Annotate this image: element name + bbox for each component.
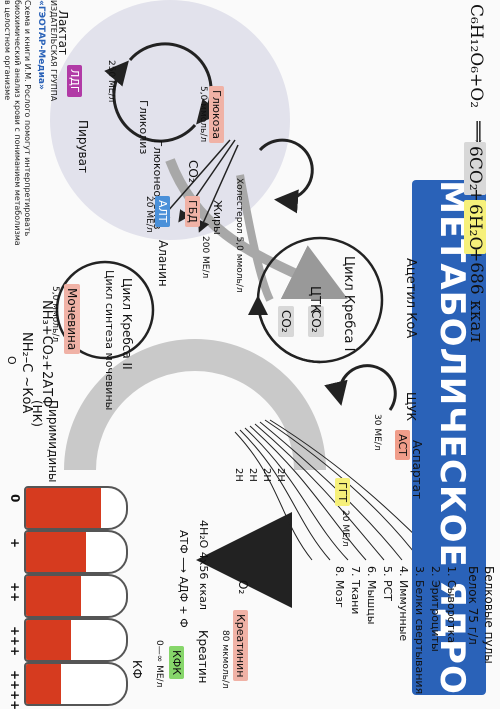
alt-badge: АЛТ: [155, 196, 170, 227]
carbonyl-label: O: [5, 356, 18, 365]
shuk-label: ЩУК: [404, 392, 418, 421]
ast-badge: АСТ: [395, 430, 410, 460]
creatinine-conc: 80 мкмоль/л: [220, 630, 230, 689]
protein-pools-title: Белковые пулы: [482, 566, 496, 664]
test-tube-fill: [26, 576, 81, 616]
co2-label: CO₂: [186, 160, 200, 183]
co2-b: CO₂: [278, 306, 294, 337]
urea-cycle2-label: Цикл Кребса II: [120, 278, 134, 370]
eq-co2: 6CO₂: [464, 142, 486, 195]
test-tube-fill: [26, 532, 86, 572]
h-label-4: 2H: [233, 468, 244, 482]
acetyl-label: Ацетил КоА: [403, 258, 418, 339]
protein-total: Белок 75 г/л: [466, 566, 480, 645]
ggt-rate: 20 МЕ/л: [340, 510, 350, 547]
kfk-badge: КФК: [169, 646, 184, 680]
footnote-3: в целостном организме: [3, 0, 12, 101]
test-tube-label: ++++: [8, 670, 22, 710]
fats-label: Жиры: [211, 200, 224, 235]
tca-cycle-label: Цикл Кребса I: [341, 256, 356, 352]
test-tube: [24, 574, 128, 618]
test-tube: [24, 618, 128, 662]
glycolysis-circle: [50, 0, 290, 240]
tca-short-label: ЦТК: [307, 286, 322, 314]
urea-cycle: [55, 260, 155, 360]
pyrimidines-label: Пиримидины: [46, 400, 60, 483]
o2-label: O₂: [236, 580, 250, 595]
test-tube-fill: [26, 664, 61, 704]
eq-left: C₆H₁₂O₆+O₂: [466, 4, 486, 109]
protein-item-8: 8. Мозг: [333, 566, 346, 608]
protein-item-6: 6. Мышцы: [365, 566, 378, 625]
protein-item-4: 4. Иммунные: [397, 566, 410, 642]
publisher-line2: «ГЭОТАР-Медиа»: [36, 0, 46, 90]
kf-label: КФ: [130, 660, 144, 679]
test-tube: [24, 486, 128, 530]
eq-arrow: ⟹: [468, 120, 488, 145]
protein-item-1: 1. Сыворотка: [445, 566, 458, 644]
glucose-badge: Глюкоза: [209, 86, 224, 143]
aspartate-label: Аспартат: [410, 440, 424, 499]
footnote-2: биохимический анализ крови с пониманием …: [13, 0, 22, 246]
ldg-badge: ЛДГ: [67, 65, 82, 97]
test-tube: [24, 662, 128, 706]
h-label-2: 2H: [261, 468, 272, 482]
urea-badge: Мочевина: [64, 284, 80, 355]
ast-rate: 30 МЕ/л: [372, 414, 382, 451]
creatinine-badge: Креатинин: [233, 610, 248, 682]
test-tube-label: ++: [8, 582, 22, 603]
protein-item-2: 2. Эритроциты: [429, 566, 442, 652]
test-tube-fill: [26, 488, 101, 528]
h-label-1: 2H: [275, 468, 286, 482]
pyruvate-label: Пируват: [76, 120, 90, 173]
nk-label: (НК): [30, 400, 44, 427]
eq-energy: +686 ккал: [466, 248, 486, 343]
cholesterol-label: Холестерол 5,0 ммоль/л: [234, 178, 244, 293]
footnote-1: Схема и книги И.М. Рослого помогут интер…: [23, 0, 32, 237]
glycolysis-label: Гликолиз: [137, 100, 150, 155]
test-tube-fill: [26, 620, 71, 660]
ldg-rate: 250 МЕ/л: [106, 60, 116, 103]
protein-item-3: 3. Белки свертывания: [413, 566, 426, 695]
protein-item-7: 7. Ткани: [349, 566, 362, 615]
protein-item-5: 5. РСТ: [381, 566, 394, 602]
gbd-rate: 200 МЕ/л: [200, 236, 210, 279]
test-tube-label: +++: [8, 626, 22, 657]
glucose-conc: 5,0 ммоль/л: [198, 86, 208, 143]
ggt-badge: ГГТ: [335, 478, 350, 507]
test-tube: [24, 530, 128, 574]
creatine-label: Креатин: [196, 630, 210, 684]
test-tube-label: +: [8, 538, 22, 549]
energy-label: 4H₂O 4x56 ккал: [197, 520, 210, 610]
alanine-label: Аланин: [156, 240, 170, 287]
urea-conc: 5,0 ммоль/л: [50, 286, 60, 343]
kfk-rate: 0—∞ МЕ/л: [154, 640, 164, 688]
eq-h2o: 6H₂O: [464, 200, 486, 255]
alt-rate: 20 МЕ/л: [144, 196, 154, 233]
lactate-label: Лактат: [56, 10, 70, 55]
test-tube-label: 0: [8, 494, 22, 503]
gbd-badge: ГБД: [185, 196, 200, 227]
h-label-3: 2H: [247, 468, 258, 482]
urea-cycle-syn: Цикл синтеза мочевины: [103, 270, 116, 411]
atp-label: АТФ ⟶ АДФ + Ф: [177, 530, 190, 628]
